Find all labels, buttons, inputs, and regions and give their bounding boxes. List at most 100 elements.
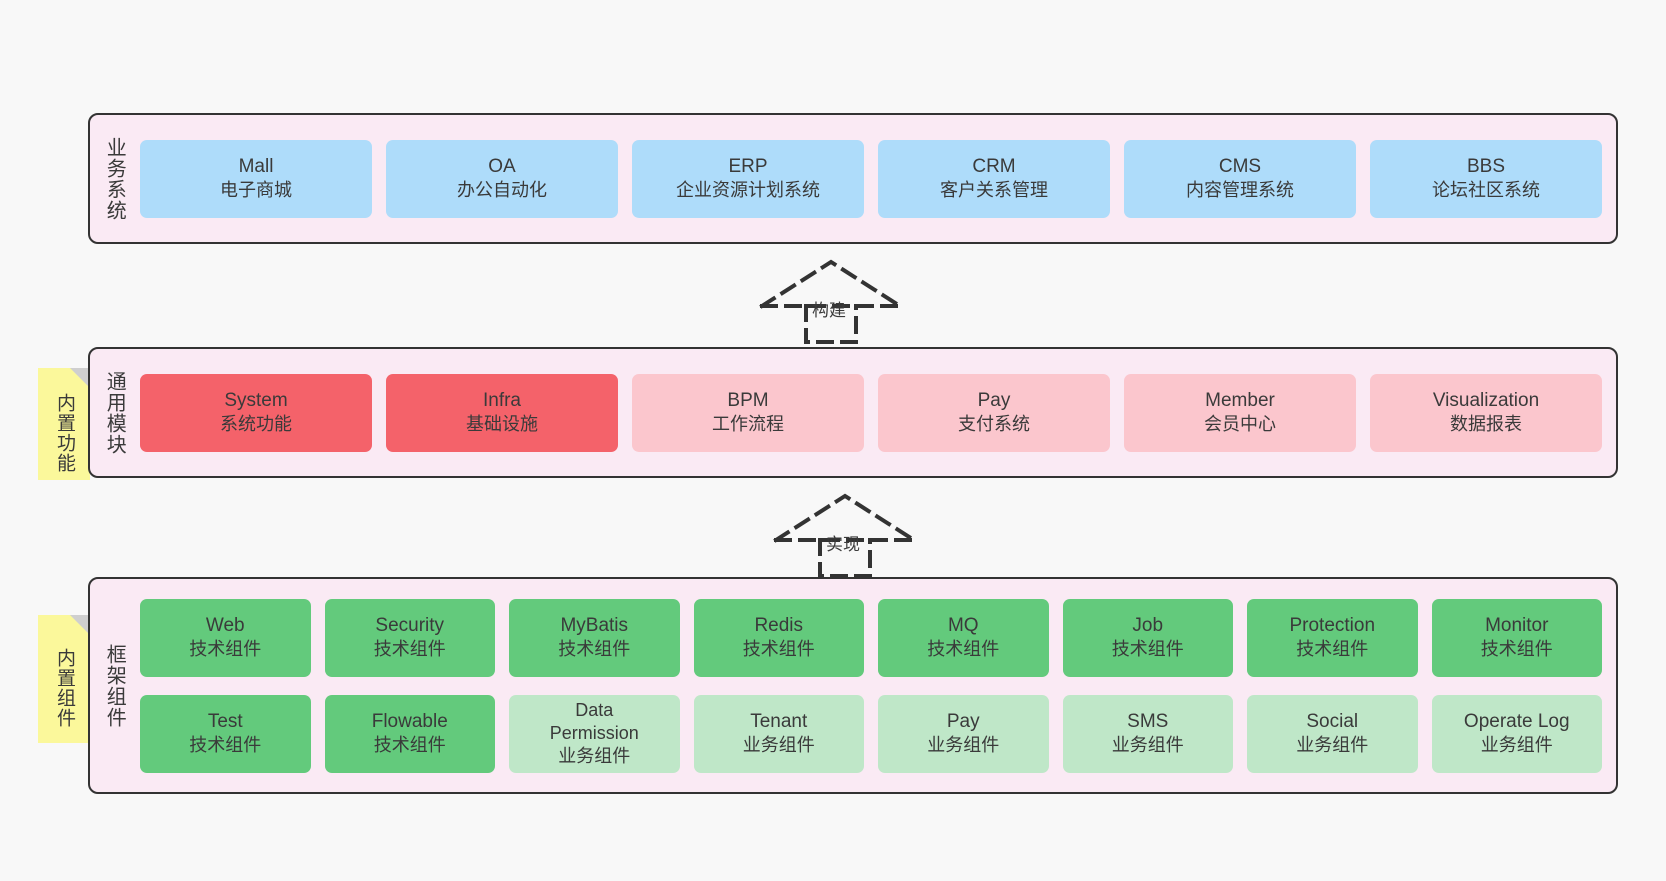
card-row: Mall 电子商城 OA 办公自动化 ERP 企业资源计划系统 CRM 客户关系… <box>140 139 1602 218</box>
card-title-cn: 会员中心 <box>1204 414 1276 435</box>
card-title-cn: 办公自动化 <box>457 180 547 201</box>
card-title-cn: 系统功能 <box>220 414 292 435</box>
card-title-cn: 技术组件 <box>1480 639 1553 660</box>
layer-title-common-modules: 通用模块 <box>103 370 126 455</box>
card-title-cn: 业务组件 <box>742 735 815 756</box>
card-mybatis[interactable]: MyBatis 技术组件 <box>509 598 680 677</box>
card-title-en: Redis <box>754 614 804 636</box>
card-pay-module[interactable]: Pay 支付系统 <box>878 373 1110 452</box>
sticky-note-builtin-features: 内置功能 <box>38 368 90 480</box>
card-job[interactable]: Job 技术组件 <box>1062 598 1233 677</box>
card-title-en: Infra <box>482 389 522 411</box>
card-sms[interactable]: SMS 业务组件 <box>1062 694 1233 773</box>
card-title-en: Flowable <box>371 710 448 732</box>
card-title-cn: 电子商城 <box>220 180 292 201</box>
connector-label-implement: 实现 <box>826 535 860 554</box>
card-title-en: Test <box>207 710 243 732</box>
card-title-cn: 业务组件 <box>927 735 1000 756</box>
note-fold-corner <box>70 368 90 388</box>
card-title-cn: 技术组件 <box>927 639 1000 660</box>
card-title-en: Operate Log <box>1463 710 1570 732</box>
note-label: 内置组件 <box>54 648 76 728</box>
card-title-cn: 技术组件 <box>189 639 262 660</box>
card-title-en: Social <box>1306 710 1359 732</box>
card-flowable[interactable]: Flowable 技术组件 <box>324 694 495 773</box>
card-title-en: OA <box>488 155 516 177</box>
card-title-cn: 数据报表 <box>1450 414 1522 435</box>
card-title-en: Security <box>375 614 445 636</box>
card-title-cn: 技术组件 <box>373 735 446 756</box>
card-title-en: Visualization <box>1432 389 1540 411</box>
card-member[interactable]: Member 会员中心 <box>1124 373 1356 452</box>
card-title-cn: 技术组件 <box>558 639 631 660</box>
card-social[interactable]: Social 业务组件 <box>1247 694 1418 773</box>
card-test[interactable]: Test 技术组件 <box>140 694 311 773</box>
card-title-cn: 技术组件 <box>373 639 446 660</box>
card-title-en: MyBatis <box>560 614 629 636</box>
card-data-permission[interactable]: Data Permission 业务组件 <box>509 694 680 773</box>
card-title-cn: 技术组件 <box>1296 639 1369 660</box>
card-mq[interactable]: MQ 技术组件 <box>878 598 1049 677</box>
sticky-note-builtin-components: 内置组件 <box>38 615 90 743</box>
card-title-cn: 支付系统 <box>958 414 1030 435</box>
card-title-en: Member <box>1205 389 1275 411</box>
card-title-en: System <box>224 389 288 411</box>
card-redis[interactable]: Redis 技术组件 <box>693 598 864 677</box>
card-title-en: Tenant <box>750 710 808 732</box>
card-row: Web 技术组件 Security 技术组件 MyBatis 技术组件 Redi… <box>140 598 1602 677</box>
layer-title-business-systems: 业务系统 <box>103 136 126 221</box>
card-tenant[interactable]: Tenant 业务组件 <box>693 694 864 773</box>
card-title-cn: 业务组件 <box>558 746 631 767</box>
card-title-cn: 客户关系管理 <box>940 180 1048 201</box>
card-title-en: Mall <box>238 155 274 177</box>
card-protection[interactable]: Protection 技术组件 <box>1247 598 1418 677</box>
card-bpm[interactable]: BPM 工作流程 <box>632 373 864 452</box>
card-title-en: BBS <box>1466 155 1506 177</box>
card-visualization[interactable]: Visualization 数据报表 <box>1370 373 1602 452</box>
card-title-en: BPM <box>727 389 769 411</box>
card-title-cn: 工作流程 <box>712 414 784 435</box>
card-title-cn: 业务组件 <box>1111 735 1184 756</box>
card-title-en: Monitor <box>1485 614 1549 636</box>
card-title-en: Pay <box>977 389 1011 411</box>
card-cms[interactable]: CMS 内容管理系统 <box>1124 139 1356 218</box>
card-operate-log[interactable]: Operate Log 业务组件 <box>1431 694 1602 773</box>
card-title-cn: 论坛社区系统 <box>1432 180 1540 201</box>
card-title-en: ERP <box>728 155 768 177</box>
card-erp[interactable]: ERP 企业资源计划系统 <box>632 139 864 218</box>
card-bbs[interactable]: BBS 论坛社区系统 <box>1370 139 1602 218</box>
card-security[interactable]: Security 技术组件 <box>324 598 495 677</box>
card-pay-component[interactable]: Pay 业务组件 <box>878 694 1049 773</box>
card-title-cn: 企业资源计划系统 <box>676 180 820 201</box>
card-title-en: Data Permission <box>549 699 639 743</box>
layer-body-framework-components: Web 技术组件 Security 技术组件 MyBatis 技术组件 Redi… <box>134 579 1616 792</box>
card-infra[interactable]: Infra 基础设施 <box>386 373 618 452</box>
card-title-en: MQ <box>947 614 979 636</box>
layer-framework-components: 框架组件 Web 技术组件 Security 技术组件 MyBatis 技术组件… <box>88 577 1618 794</box>
card-row: System 系统功能 Infra 基础设施 BPM 工作流程 Pay 支付系统… <box>140 373 1602 452</box>
card-oa[interactable]: OA 办公自动化 <box>386 139 618 218</box>
card-title-en: Job <box>1132 614 1164 636</box>
card-title-en: SMS <box>1127 710 1169 732</box>
card-title-en: Protection <box>1289 614 1376 636</box>
layer-common-modules: 通用模块 System 系统功能 Infra 基础设施 BPM 工作流程 Pay… <box>88 347 1618 478</box>
card-title-cn: 基础设施 <box>466 414 538 435</box>
card-system[interactable]: System 系统功能 <box>140 373 372 452</box>
card-title-cn: 技术组件 <box>189 735 262 756</box>
connector-build: 构建 <box>756 258 906 344</box>
note-label: 内置功能 <box>54 393 76 473</box>
card-row: Test 技术组件 Flowable 技术组件 Data Permission … <box>140 694 1602 773</box>
card-title-cn: 业务组件 <box>1480 735 1553 756</box>
card-crm[interactable]: CRM 客户关系管理 <box>878 139 1110 218</box>
layer-title-framework-components: 框架组件 <box>103 643 126 728</box>
card-mall[interactable]: Mall 电子商城 <box>140 139 372 218</box>
card-title-cn: 技术组件 <box>742 639 815 660</box>
card-title-cn: 内容管理系统 <box>1186 180 1294 201</box>
connector-label-build: 构建 <box>812 301 846 320</box>
card-web[interactable]: Web 技术组件 <box>140 598 311 677</box>
card-title-cn: 业务组件 <box>1296 735 1369 756</box>
card-monitor[interactable]: Monitor 技术组件 <box>1431 598 1602 677</box>
card-title-cn: 技术组件 <box>1111 639 1184 660</box>
card-title-en: CRM <box>972 155 1016 177</box>
